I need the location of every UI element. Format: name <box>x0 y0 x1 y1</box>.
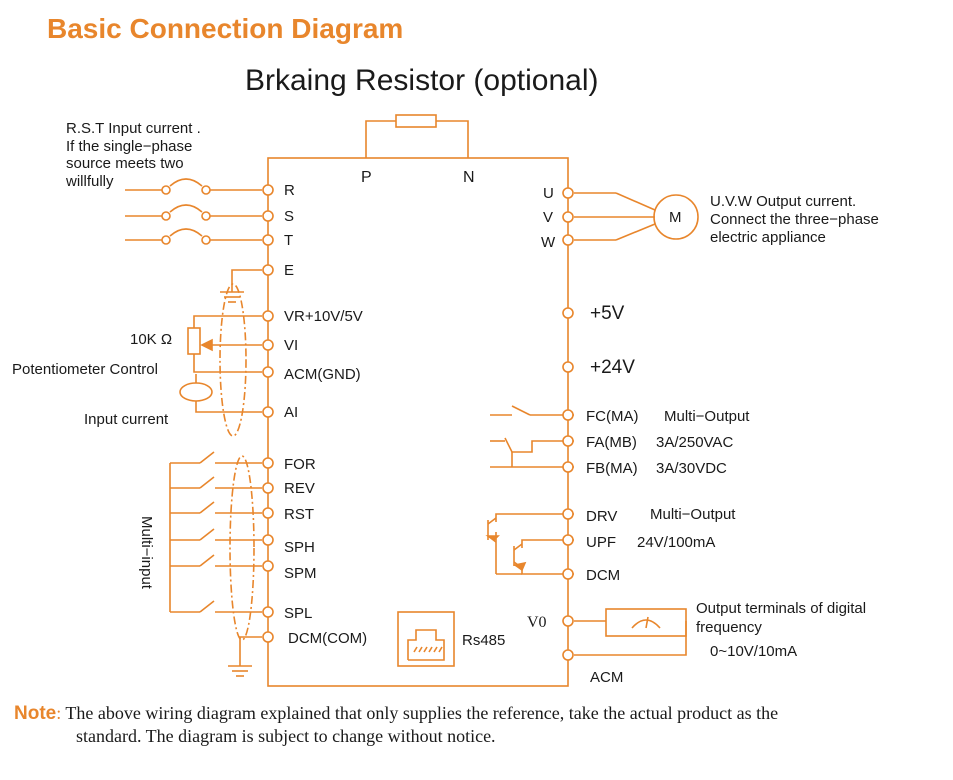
note-label: Note <box>14 703 57 724</box>
terminal-label-s: S <box>284 208 294 225</box>
terminal-label-upf: UPF <box>586 534 616 551</box>
input-note-line: source meets two <box>66 155 184 172</box>
terminal-label-fa: FA(MB) <box>586 434 637 451</box>
terminal-label-acm-gnd: ACM(GND) <box>284 366 361 383</box>
terminal-label-fb: FB(MA) <box>586 460 638 477</box>
transistor-spec: 24V/100mA <box>637 534 715 551</box>
terminal-label-rev: REV <box>284 480 315 497</box>
terminal-label-24v: +24V <box>590 357 635 378</box>
potentiometer-resistor <box>187 327 201 355</box>
relay-spec: Multi−Output <box>664 408 750 425</box>
n-label: N <box>463 169 475 186</box>
terminal-label-drv: DRV <box>586 508 617 525</box>
note-colon: : <box>56 703 62 723</box>
p-label: P <box>361 169 372 186</box>
terminal-label-dcm-com: DCM(COM) <box>288 630 367 647</box>
motor-icon <box>653 194 699 240</box>
relay-spec: 3A/250VAC <box>656 434 733 451</box>
terminal-label-fc: FC(MA) <box>586 408 639 425</box>
terminal-label-u: U <box>543 185 554 202</box>
terminal-label-for: FOR <box>284 456 316 473</box>
freq-note-line: 0~10V/10mA <box>710 643 797 660</box>
output-note-line: U.V.W Output current. <box>710 193 856 210</box>
input-note: R.S.T Input current . If the single−phas… <box>65 120 201 190</box>
freq-note-line: frequency <box>696 619 762 636</box>
terminals <box>262 184 574 661</box>
terminal-label-v: V <box>543 209 553 226</box>
output-note-line: electric appliance <box>710 229 826 246</box>
transistor-spec: Multi−Output <box>650 506 736 523</box>
note-line-1: The above wiring diagram explained that … <box>61 703 779 723</box>
input-note-line: R.S.T Input current . <box>66 120 201 137</box>
terminal-label-5v: +5V <box>590 303 625 324</box>
terminal-label-v0: V0 <box>527 614 547 631</box>
terminal-label-spl: SPL <box>284 605 312 622</box>
terminal-label-sph: SPH <box>284 539 315 556</box>
freq-note-line: Output terminals of digital <box>696 600 866 617</box>
multi-input-label: Multi−input <box>138 516 155 590</box>
note-line-2: standard. The diagram is subject to chan… <box>76 726 496 746</box>
terminal-label-acm: ACM <box>590 669 623 686</box>
footnote: Note: The above wiring diagram explained… <box>14 702 949 747</box>
input-current-label: Input current <box>84 411 169 428</box>
terminal-label-w: W <box>541 234 556 251</box>
terminal-label-vr: VR+10V/5V <box>284 308 363 325</box>
terminal-label-r: R <box>284 182 295 199</box>
diagram-subtitle: Brkaing Resistor (optional) <box>245 64 598 97</box>
connection-diagram: Basic Connection Diagram Brkaing Resisto… <box>12 13 879 687</box>
terminal-label-rst: RST <box>284 506 314 523</box>
terminal-label-ai: AI <box>284 404 298 421</box>
page-title: Basic Connection Diagram <box>47 13 403 44</box>
rs485-label: Rs485 <box>462 632 505 649</box>
frequency-meter-icon <box>605 608 687 637</box>
inverter-box <box>267 157 569 687</box>
motor-label: M <box>669 209 682 226</box>
input-switches <box>161 178 211 245</box>
terminal-label-dcm: DCM <box>586 567 620 584</box>
wiring-lines <box>125 114 699 687</box>
terminal-label-spm: SPM <box>284 565 317 582</box>
input-note-line: willfully <box>65 173 114 190</box>
input-note-line: If the single−phase <box>66 138 192 155</box>
braking-resistor <box>395 114 437 128</box>
potentiometer-label: Potentiometer Control <box>12 361 158 378</box>
terminal-label-t: T <box>284 232 293 249</box>
rs485-connector-icon <box>397 611 455 667</box>
current-source <box>179 382 213 402</box>
output-note-line: Connect the three−phase <box>710 211 879 228</box>
resistor-label: 10K Ω <box>130 331 172 348</box>
terminal-label-vi: VI <box>284 337 298 354</box>
relay-spec: 3A/30VDC <box>656 460 727 477</box>
terminal-label-e: E <box>284 262 294 279</box>
